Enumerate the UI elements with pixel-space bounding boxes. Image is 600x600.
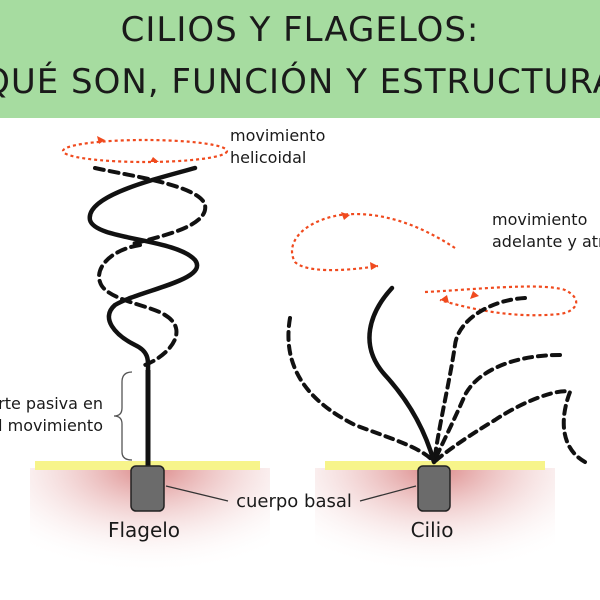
cilium-position xyxy=(286,316,436,464)
flagellum-label: Flagelo xyxy=(108,518,180,542)
passive-label-line1: Parte pasiva en xyxy=(0,394,103,413)
passive-label-line2: el movimiento xyxy=(0,416,103,435)
basal-body-label: cuerpo basal xyxy=(236,491,352,512)
cilium-group xyxy=(286,212,587,600)
cilium-active xyxy=(367,285,437,465)
basal-body-pointer-left xyxy=(165,485,229,502)
basal-body-pointer-right xyxy=(359,485,417,502)
cilium-label: Cilio xyxy=(411,518,454,542)
back-forth-label-line1: movimiento xyxy=(492,210,587,229)
flagellum-helix-back xyxy=(93,166,208,247)
flagellum-helix-back xyxy=(97,243,167,317)
back-forth-arrow-head xyxy=(370,262,378,270)
back-forth-arrow-head xyxy=(341,212,350,220)
back-forth-arrow xyxy=(424,285,578,317)
back-forth-arrow-head xyxy=(470,291,479,299)
helical-label-line2: helicoidal xyxy=(230,148,306,167)
title-banner: CILIOS Y FLAGELOS: ¿QUÉ SON, FUNCIÓN Y E… xyxy=(0,0,600,118)
flagellum-group xyxy=(30,136,270,600)
back-forth-label-line2: adelante y atrás xyxy=(492,232,600,251)
basal-body-right xyxy=(417,465,451,512)
flagellum-helix-back xyxy=(143,313,179,367)
back-forth-arrow xyxy=(290,213,456,272)
basal-body-left xyxy=(130,465,165,512)
helical-arrow xyxy=(61,138,229,164)
flagellum-helix-front xyxy=(87,165,200,373)
cilium-position xyxy=(432,389,587,464)
helical-arrow-head xyxy=(97,136,105,144)
passive-brace xyxy=(113,371,133,461)
title-line-1: CILIOS Y FLAGELOS: xyxy=(120,10,480,50)
title-line-2: ¿QUÉ SON, FUNCIÓN Y ESTRUCTURA? xyxy=(0,62,600,102)
back-forth-arrow-head xyxy=(440,295,449,303)
cilium-position xyxy=(432,353,562,464)
helical-label-line1: movimiento xyxy=(230,126,325,145)
helical-arrow-head xyxy=(150,157,159,162)
cilium-position xyxy=(432,296,527,464)
